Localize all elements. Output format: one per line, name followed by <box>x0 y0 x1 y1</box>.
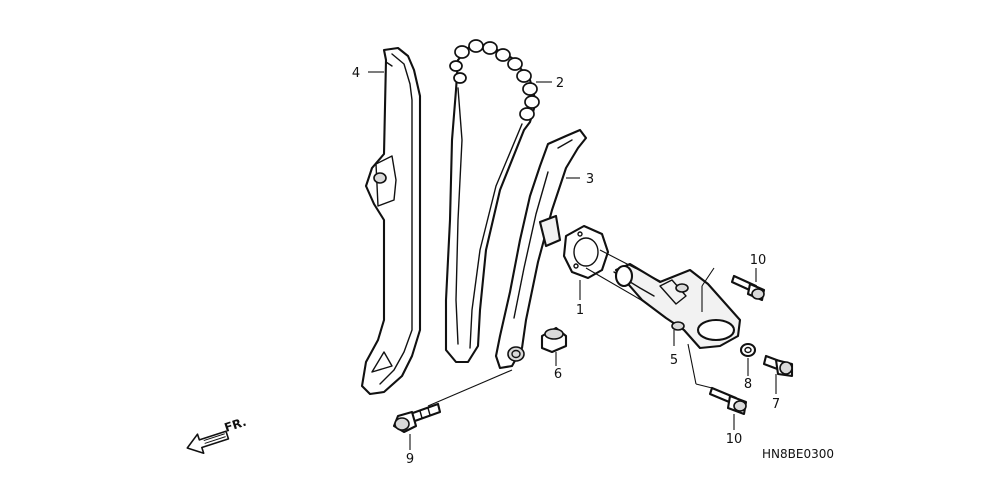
cam-chain-links <box>449 39 540 121</box>
pivot-collar <box>540 326 568 354</box>
callout-6: 6 <box>554 367 562 382</box>
callout-2: 2 <box>556 76 564 91</box>
callout-1: 1 <box>576 303 584 318</box>
callout-7: 7 <box>772 397 780 412</box>
cam-chain-tensioner-lifter <box>613 262 742 350</box>
cam-chain <box>444 39 540 364</box>
sealing-washer <box>739 342 757 358</box>
callout-labels: 4 2 3 1 5 6 8 7 10 10 9 <box>352 66 780 467</box>
callout-10-lower: 10 <box>726 432 743 447</box>
flange-bolt-upper <box>730 274 766 302</box>
front-direction-indicator: FR. <box>186 415 248 455</box>
callout-10-upper: 10 <box>750 253 767 268</box>
tensioner-gasket <box>562 224 610 280</box>
cam-chain-guide <box>360 46 422 396</box>
callout-4: 4 <box>352 66 360 81</box>
guide-bolt <box>392 402 442 434</box>
callout-5: 5 <box>670 353 678 368</box>
front-direction-label: FR. <box>223 415 248 435</box>
callout-3: 3 <box>586 172 594 187</box>
leader-lines <box>368 71 777 450</box>
cam-chain-tensioner-slipper <box>494 128 588 370</box>
callout-9: 9 <box>406 452 414 467</box>
sealing-bolt <box>762 354 794 378</box>
flange-bolt-lower <box>708 386 748 416</box>
front-direction-arrow-icon <box>186 430 230 455</box>
callout-8: 8 <box>744 377 752 392</box>
diagram-code: HN8BE0300 <box>762 447 834 461</box>
